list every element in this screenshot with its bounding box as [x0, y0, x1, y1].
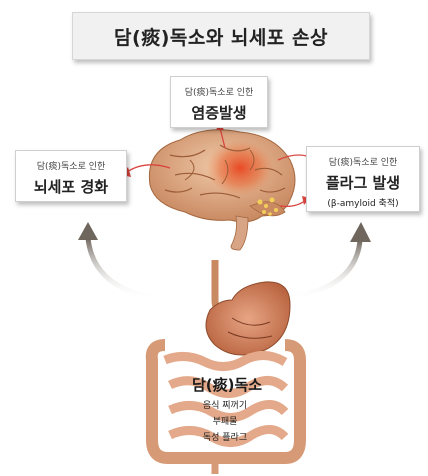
plaque-label: 플라그 발생: [325, 174, 401, 192]
plaque-box: 담(痰)독소로 인한 플라그 발생 (β-amyloid 축적): [306, 146, 420, 212]
neuron-label: 뇌세포 경화: [33, 178, 109, 196]
title-box: 담(痰)독소와 뇌세포 손상: [72, 12, 370, 60]
neuron-box: 담(痰)독소로 인한 뇌세포 경화: [15, 150, 127, 202]
inflammation-cause: 담(痰)독소로 인한: [184, 88, 254, 98]
right-gray-arrowhead: [350, 222, 371, 242]
left-gray-arrowhead: [78, 222, 98, 240]
inflammation-label: 염증발생: [191, 104, 247, 122]
plaque-cause: 담(痰)독소로 인한: [328, 158, 398, 168]
left-gray-arrow: [85, 237, 206, 303]
red-arrow-left: [126, 164, 171, 173]
gut-title: 담(痰)독소: [191, 376, 263, 394]
inflammation-box: 담(痰)독소로 인한 염증발생: [170, 76, 268, 128]
page-title: 담(痰)독소와 뇌세포 손상: [114, 26, 328, 49]
digestive-illustration: [145, 260, 306, 474]
plaque-spots: [257, 197, 278, 216]
neuron-cause: 담(痰)독소로 인한: [36, 162, 106, 172]
gut-item-toxic-plaque: 독성 플라그: [202, 433, 248, 443]
brain-illustration: [148, 129, 296, 251]
plaque-sublabel: (β-amyloid 축적): [327, 199, 399, 209]
gut-item-food-residue: 음식 찌꺼기: [202, 401, 248, 411]
gut-item-decay: 부패물: [212, 417, 238, 427]
